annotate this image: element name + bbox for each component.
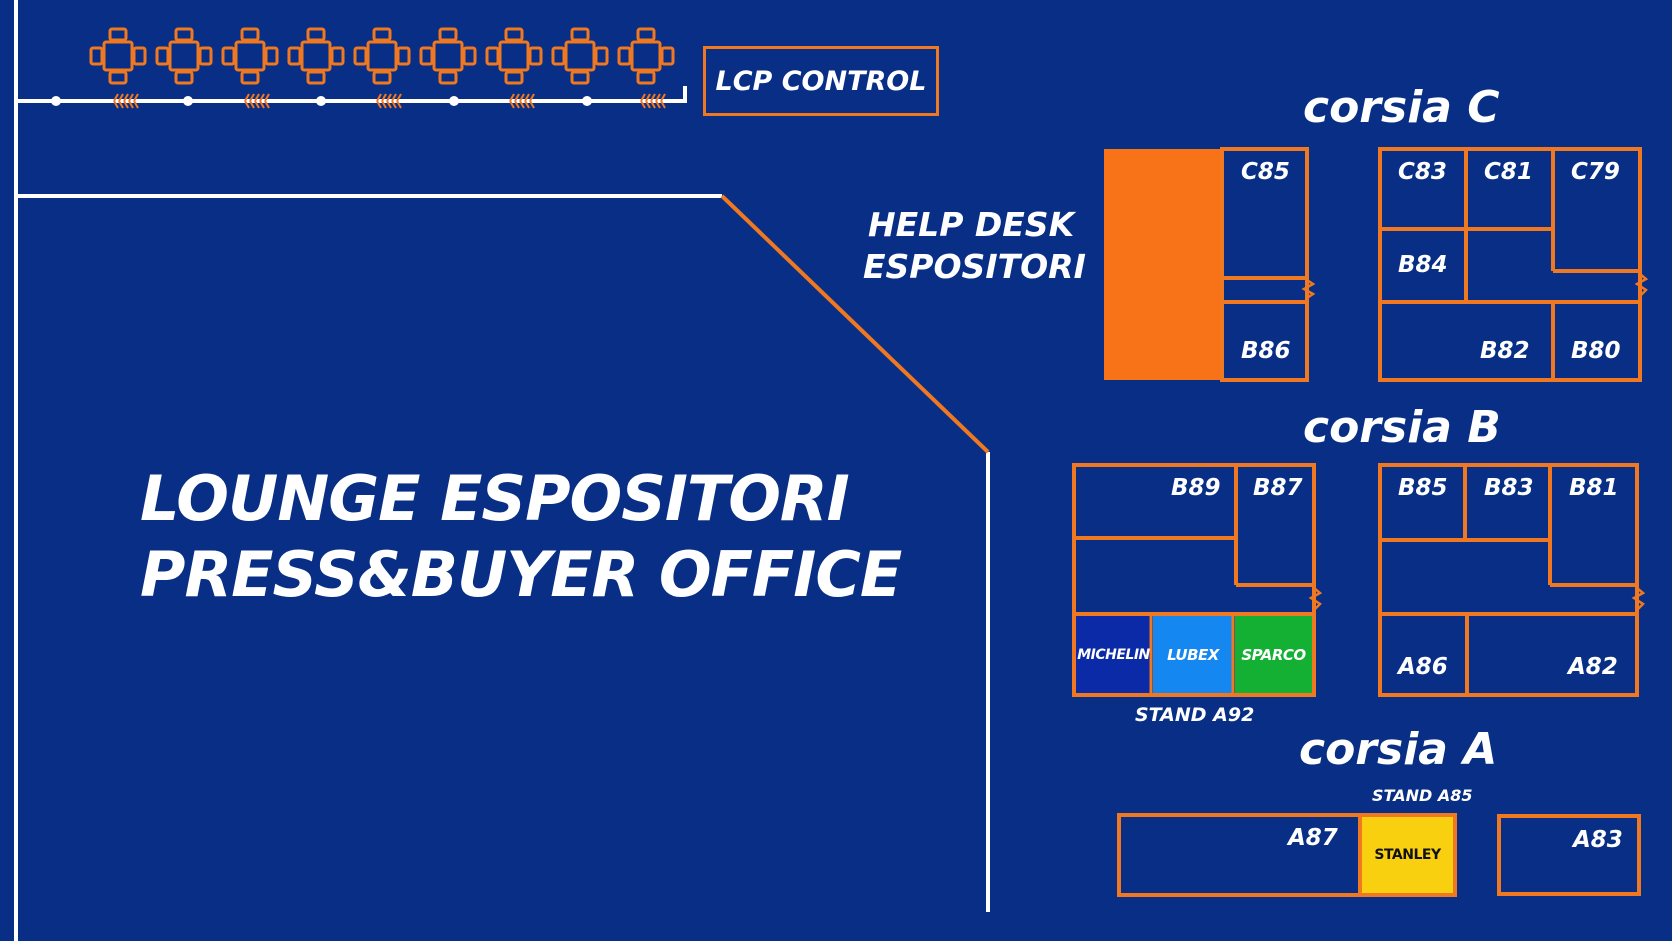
table-with-chairs-icon	[617, 27, 675, 85]
booth-b89: B89	[1171, 475, 1221, 501]
sparco-logo: SPARCO	[1241, 645, 1306, 664]
booth-b87: B87	[1253, 475, 1303, 501]
table-with-chairs-icon	[485, 27, 543, 85]
booth-b86: B86	[1241, 338, 1291, 364]
table-with-chairs-icon	[551, 27, 609, 85]
lounge-diagonal-wall	[720, 194, 990, 454]
booth-c83: C83	[1398, 159, 1447, 185]
wall-post-dot	[582, 96, 592, 106]
table-with-chairs-icon	[221, 27, 279, 85]
table-row	[89, 27, 675, 85]
stand-a85-label: STAND A85	[1372, 786, 1473, 805]
michelin-stand	[1076, 616, 1151, 693]
wall-post-dot	[316, 96, 326, 106]
wall-post-dot	[183, 96, 193, 106]
booth-b83: B83	[1484, 475, 1534, 501]
table-with-chairs-icon	[287, 27, 345, 85]
lounge-title-line2: PRESS&BUYER OFFICE	[140, 538, 902, 611]
aisle-b-label: corsia B	[1303, 402, 1501, 453]
break-marks	[1301, 273, 1649, 611]
booth-a86: A86	[1398, 654, 1448, 680]
plant-icon	[509, 93, 535, 109]
booth-a82: A82	[1568, 654, 1618, 680]
stanley-logo: STANLEY	[1374, 847, 1441, 863]
table-with-chairs-icon	[419, 27, 477, 85]
plant-icon	[244, 93, 270, 109]
lounge-title-line1: LOUNGE ESPOSITORI	[140, 462, 850, 535]
booth-b84: B84	[1398, 252, 1448, 278]
sparco-stand	[1235, 616, 1312, 693]
lubex-logo: LUBEX	[1167, 645, 1219, 664]
booth-outlines	[1072, 147, 1642, 897]
michelin-logo: MICHELIN	[1077, 646, 1150, 663]
table-with-chairs-icon	[89, 27, 147, 85]
booth-b81: B81	[1569, 475, 1619, 501]
booth-c85: C85	[1241, 159, 1290, 185]
aisle-a-label: corsia A	[1299, 724, 1498, 775]
booth-b82: B82	[1480, 338, 1530, 364]
booth-b80: B80	[1571, 338, 1621, 364]
help-desk-area	[1104, 149, 1222, 380]
stand-a92-label: STAND A92	[1135, 704, 1255, 726]
booth-b85: B85	[1398, 475, 1448, 501]
wall-markers	[51, 93, 666, 109]
stanley-stand	[1362, 817, 1453, 893]
lcp-control-box: LCP CONTROL	[703, 46, 939, 116]
lcp-control-label: LCP CONTROL	[715, 65, 927, 97]
aisle-c-label: corsia C	[1303, 82, 1500, 133]
booth-a83: A83	[1573, 827, 1623, 853]
table-with-chairs-icon	[353, 27, 411, 85]
wall-post-dot	[449, 96, 459, 106]
plant-icon	[113, 93, 139, 109]
walls	[14, 0, 990, 941]
help-desk-line1: HELP DESK	[868, 205, 1075, 244]
booth-c79: C79	[1571, 159, 1620, 185]
lubex-stand	[1153, 616, 1233, 693]
wall-post-dot	[51, 96, 61, 106]
plant-icon	[640, 93, 666, 109]
booth-a87: A87	[1288, 825, 1338, 851]
booth-c81: C81	[1484, 159, 1533, 185]
plant-icon	[376, 93, 402, 109]
help-desk-line2: ESPOSITORI	[863, 247, 1086, 286]
table-with-chairs-icon	[155, 27, 213, 85]
